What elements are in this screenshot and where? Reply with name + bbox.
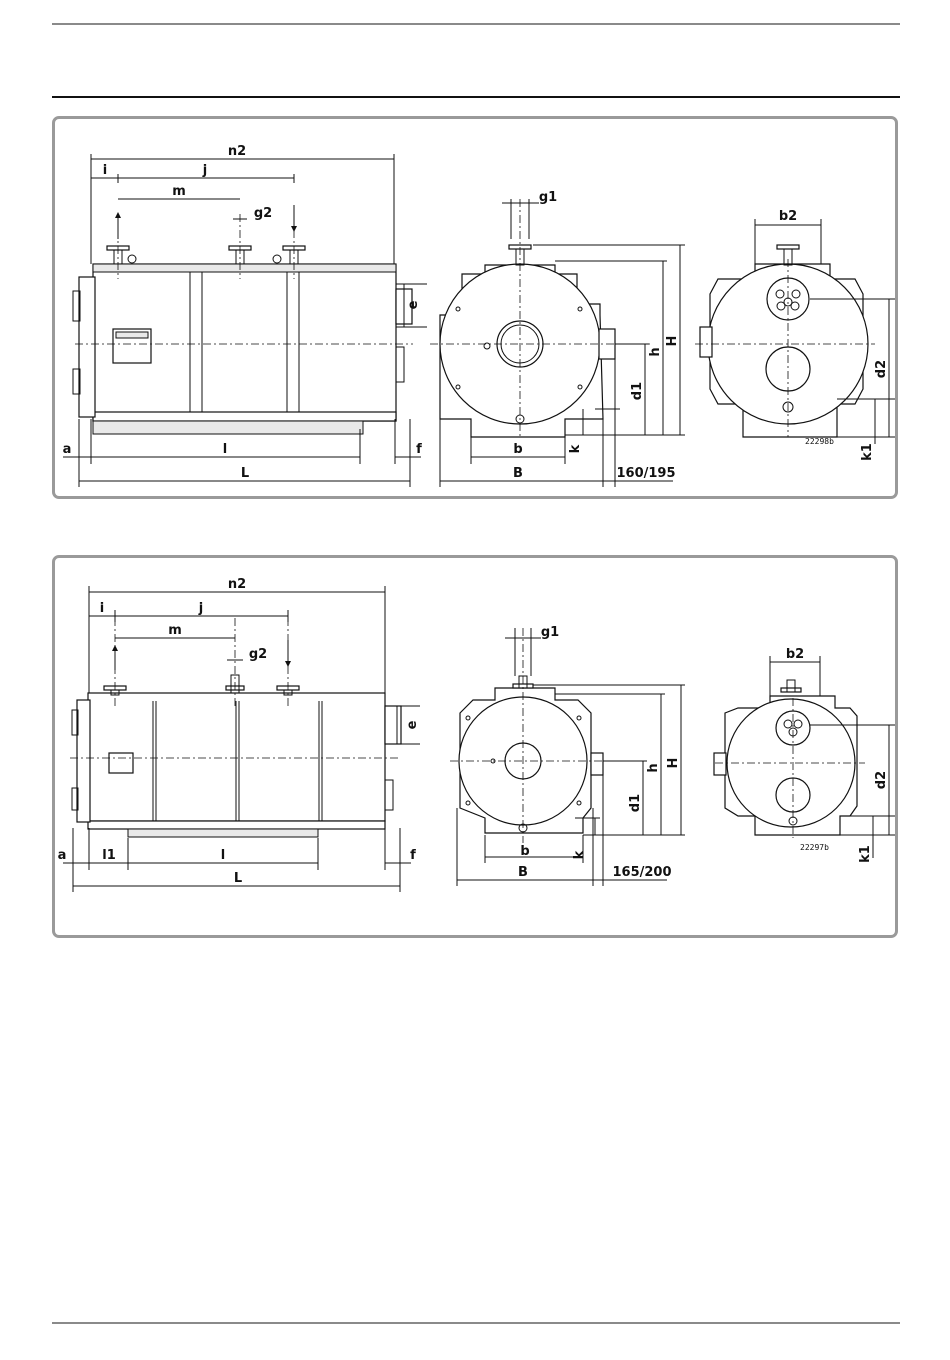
label-B: B: [513, 466, 523, 481]
label-i: i: [103, 163, 107, 178]
front-door: [79, 277, 95, 417]
header-rule-black: [52, 96, 900, 98]
flue-outlet: [385, 706, 401, 744]
label-n2: n2: [228, 577, 246, 592]
label-g2: g2: [254, 206, 272, 221]
label-H: H: [665, 336, 680, 347]
label-f: f: [416, 442, 422, 457]
label-L: L: [241, 466, 249, 481]
drawing-number: 22297b: [800, 843, 829, 852]
label-burner-offset: 160/195: [616, 466, 675, 481]
label-d2: d2: [874, 360, 889, 378]
header-rule-gray: [52, 23, 900, 25]
body-base-rail: [93, 412, 396, 421]
burner-port: [591, 753, 603, 775]
label-h: h: [646, 763, 661, 772]
label-b2: b2: [786, 647, 804, 662]
diagram-1-drawing: n2 i j m g2 e a l f L: [55, 119, 901, 502]
label-k: k: [572, 850, 587, 859]
label-b: b: [513, 442, 522, 457]
label-b: b: [520, 844, 529, 859]
label-d2: d2: [874, 771, 889, 789]
label-burner-offset: 165/200: [612, 865, 671, 880]
label-H: H: [666, 758, 681, 769]
label-d1: d1: [628, 794, 643, 812]
label-m: m: [172, 184, 186, 199]
label-a: a: [63, 442, 72, 457]
label-n2: n2: [228, 144, 246, 159]
rear-view: [695, 245, 875, 437]
label-B: B: [518, 865, 528, 880]
label-k1: k1: [860, 443, 875, 461]
front-door: [77, 700, 90, 822]
front-view: [450, 628, 615, 843]
skid: [128, 829, 318, 837]
label-k1: k1: [858, 845, 873, 863]
drawing-number: 22298b: [805, 437, 834, 446]
label-l: l: [221, 848, 225, 863]
label-l1: l1: [102, 848, 116, 863]
label-g2: g2: [249, 647, 267, 662]
side-view: [70, 618, 401, 837]
boiler-dimension-diagram-1: n2 i j m g2 e a l f L: [52, 116, 898, 499]
label-k: k: [568, 444, 583, 453]
label-j: j: [198, 601, 203, 616]
label-d1: d1: [630, 382, 645, 400]
label-j: j: [202, 163, 207, 178]
diagram-2-drawing: n2 i j m g2 e a l1 l f L: [55, 558, 901, 941]
label-a: a: [58, 848, 67, 863]
label-L: L: [234, 871, 242, 886]
rear-view: [714, 680, 865, 838]
skid: [93, 421, 363, 434]
label-h: h: [648, 347, 663, 356]
label-m: m: [168, 623, 182, 638]
side-view: [73, 205, 413, 434]
label-e: e: [406, 300, 421, 309]
label-g1: g1: [539, 190, 557, 205]
control-panel: [109, 753, 133, 773]
label-f: f: [410, 848, 416, 863]
label-e: e: [405, 720, 420, 729]
body-base-rail: [88, 821, 385, 829]
label-i: i: [100, 601, 104, 616]
rear-lower-hatch: [766, 347, 810, 391]
label-b2: b2: [779, 209, 797, 224]
boiler-dimension-diagram-2: n2 i j m g2 e a l1 l f L: [52, 555, 898, 938]
label-l: l: [223, 442, 227, 457]
footer-rule: [52, 1322, 900, 1324]
label-g1: g1: [541, 625, 559, 640]
front-view: [430, 199, 650, 437]
body-top-band: [93, 264, 396, 272]
